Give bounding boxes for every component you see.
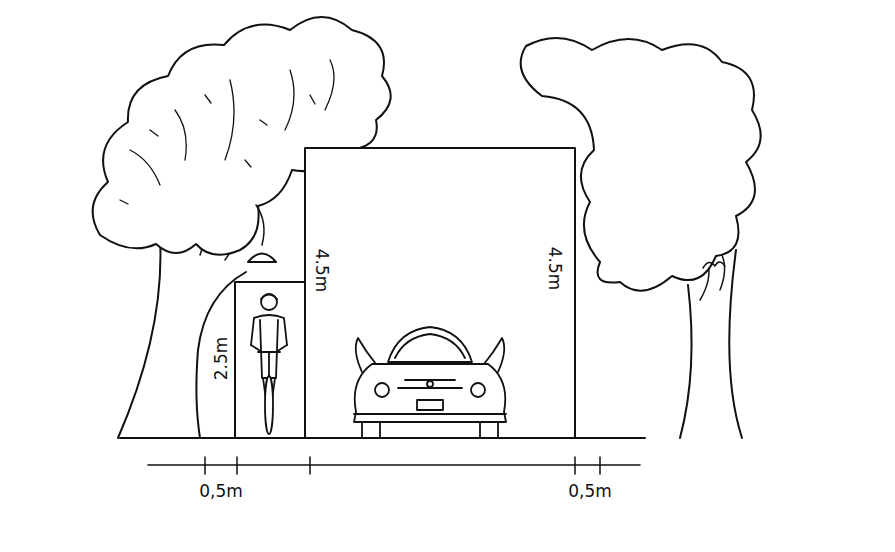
car-figure	[354, 327, 506, 438]
cyclist-clearance-box	[235, 282, 305, 438]
ground-line	[120, 437, 645, 439]
cyclist-figure	[251, 294, 287, 434]
height-dimension: 2.5m	[212, 334, 231, 382]
height-dimension: 4.5m	[545, 244, 564, 292]
width-dimension: 0,5m	[197, 482, 245, 501]
car-clearance-box	[305, 148, 575, 438]
dimension-line	[148, 457, 640, 474]
width-dimension: 0,5m	[566, 482, 614, 501]
height-dimension: 4.5m	[312, 246, 331, 294]
